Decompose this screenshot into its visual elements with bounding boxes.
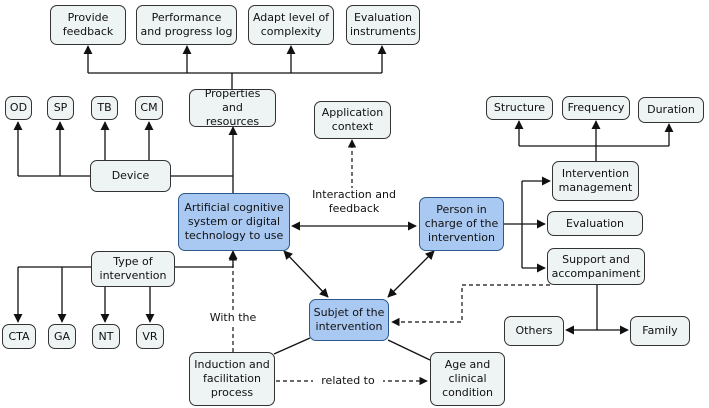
node-ga: GA [48,324,76,349]
node-sp: SP [47,96,74,120]
node-properties-resources: Properties and resources [189,87,276,128]
node-frequency: Frequency [562,96,630,120]
node-performance-log: Performance and progress log [136,5,237,45]
edge-person-subject [387,250,435,298]
node-induction: Induction and facilitation process [189,352,275,406]
node-intervention-management: Intervention management [552,161,639,201]
edge-type-to-artificial [175,250,238,268]
node-adapt-complexity: Adapt level of complexity [248,5,334,45]
node-od: OD [5,96,32,120]
node-cta: CTA [2,324,36,349]
node-type-of-intervention: Type of intervention [91,251,175,287]
node-vr: VR [136,324,164,349]
node-cm: CM [135,96,163,120]
node-subject: Subjet of the intervention [309,299,389,341]
node-evaluation-instruments: Evaluation instruments [346,5,420,45]
node-evaluation: Evaluation [547,211,643,236]
node-device: Device [90,160,171,192]
edge-induction-subject [273,337,311,355]
node-others: Others [504,316,564,346]
label-related-to: related to [313,374,383,388]
node-age-condition: Age and clinical condition [430,352,505,406]
node-provide-feedback: Provide feedback [50,5,126,45]
edge-artificial-subject [283,250,329,298]
edge-support-subject-dashed [391,284,550,327]
node-duration: Duration [638,97,704,123]
label-with-the: With the [203,311,263,325]
node-application-context: Application context [314,101,391,139]
node-person-in-charge: Person in charge of the intervention [419,197,504,251]
node-structure: Structure [486,96,553,120]
label-interaction-feedback: Interaction and feedback [306,188,402,216]
node-tb: TB [91,96,118,120]
node-artificial-system: Artificial cognitive system or digital t… [178,193,290,251]
edge-subject-age [387,339,431,361]
node-support-accompaniment: Support and accompaniment [547,248,645,285]
node-family: Family [630,316,690,346]
node-nt: NT [92,324,120,349]
